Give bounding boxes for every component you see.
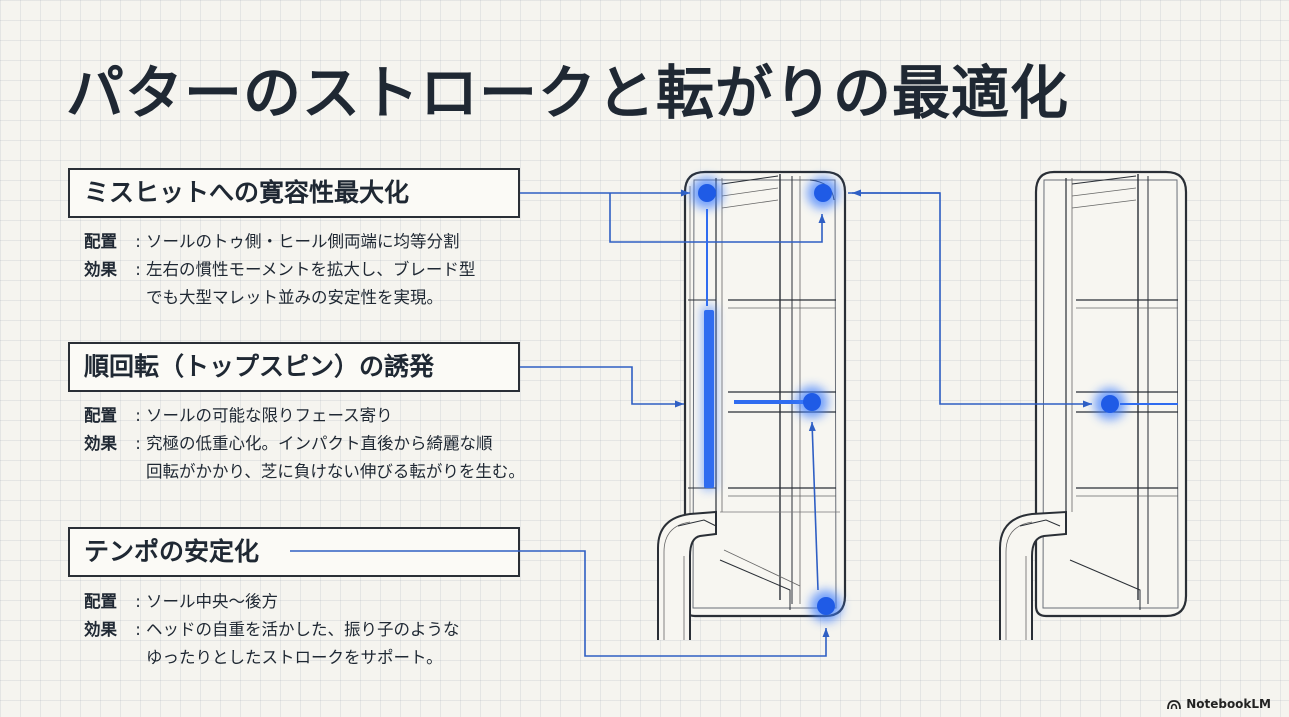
putter-head-left (683, 170, 847, 618)
connector-reference (848, 189, 1092, 408)
putter-hosel-right (999, 510, 1067, 640)
effect-line: ヘッドの自重を活かした、振り子のような (146, 620, 460, 639)
section-desc-topspin: 配置: ソールの可能な限りフェース寄り 効果: 究極の低重心化。インパクト直後か… (84, 402, 525, 486)
effect-row: 効果: 究極の低重心化。インパクト直後から綺麗な順 回転がかかり、芝に負けない伸… (84, 430, 525, 486)
weight-dot-heel (807, 177, 839, 209)
effect-label: 効果 (84, 434, 117, 453)
section-heading-tempo: テンポの安定化 (68, 527, 520, 577)
brand-watermark: NotebookLM (1167, 697, 1271, 711)
placement-row: 配置: ソールの可能な限りフェース寄り (84, 402, 525, 430)
connector-tempo (290, 421, 830, 657)
effect-line: ゆったりとしたストロークをサポート。 (146, 648, 443, 667)
connector-forgiveness (520, 189, 826, 243)
placement-text: ソール中央〜後方 (146, 592, 278, 611)
effect-row: 効果: 左右の慣性モーメントを拡大し、ブレード型 でも大型マレット並みの安定性を… (84, 256, 475, 312)
placement-label: 配置 (84, 592, 117, 611)
weight-bar-front (702, 306, 716, 490)
weight-dot-center (796, 386, 828, 418)
effect-line: 回転がかかり、芝に負けない伸びる転がりを生む。 (146, 462, 525, 481)
putter-hosel-left (657, 510, 717, 640)
notebooklm-icon (1167, 699, 1182, 709)
placement-row: 配置: ソールのトゥ側・ヒール側両端に均等分割 (84, 228, 475, 256)
placement-label: 配置 (84, 232, 117, 251)
brand-label: NotebookLM (1186, 697, 1271, 711)
weight-dot-toe (691, 177, 723, 306)
placement-row: 配置: ソール中央〜後方 (84, 588, 460, 616)
effect-label: 効果 (84, 260, 117, 279)
section-heading-forgiveness: ミスヒットへの寛容性最大化 (68, 168, 520, 218)
placement-text: ソールのトゥ側・ヒール側両端に均等分割 (146, 232, 460, 251)
page-title: パターのストロークと転がりの最適化 (66, 59, 1070, 127)
effect-label: 効果 (84, 620, 117, 639)
section-desc-forgiveness: 配置: ソールのトゥ側・ヒール側両端に均等分割 効果: 左右の慣性モーメントを拡… (84, 228, 475, 312)
section-heading-topspin: 順回転（トップスピン）の誘発 (68, 342, 520, 392)
effect-line: 左右の慣性モーメントを拡大し、ブレード型 (146, 260, 476, 279)
section-heading-text: 順回転（トップスピン）の誘発 (84, 352, 435, 381)
section-heading-text: ミスヒットへの寛容性最大化 (84, 178, 410, 207)
section-heading-text: テンポの安定化 (84, 537, 260, 566)
weight-dot-reference (1094, 388, 1178, 420)
effect-line: 究極の低重心化。インパクト直後から綺麗な順 (146, 434, 493, 453)
connector-topspin (520, 366, 684, 408)
weight-dot-rear (810, 590, 842, 622)
effect-row: 効果: ヘッドの自重を活かした、振り子のような ゆったりとしたストロークをサポー… (84, 616, 460, 672)
effect-line: でも大型マレット並みの安定性を実現。 (146, 288, 443, 307)
placement-label: 配置 (84, 406, 117, 425)
section-desc-tempo: 配置: ソール中央〜後方 効果: ヘッドの自重を活かした、振り子のような ゆった… (84, 588, 460, 672)
placement-text: ソールの可能な限りフェース寄り (146, 406, 393, 425)
